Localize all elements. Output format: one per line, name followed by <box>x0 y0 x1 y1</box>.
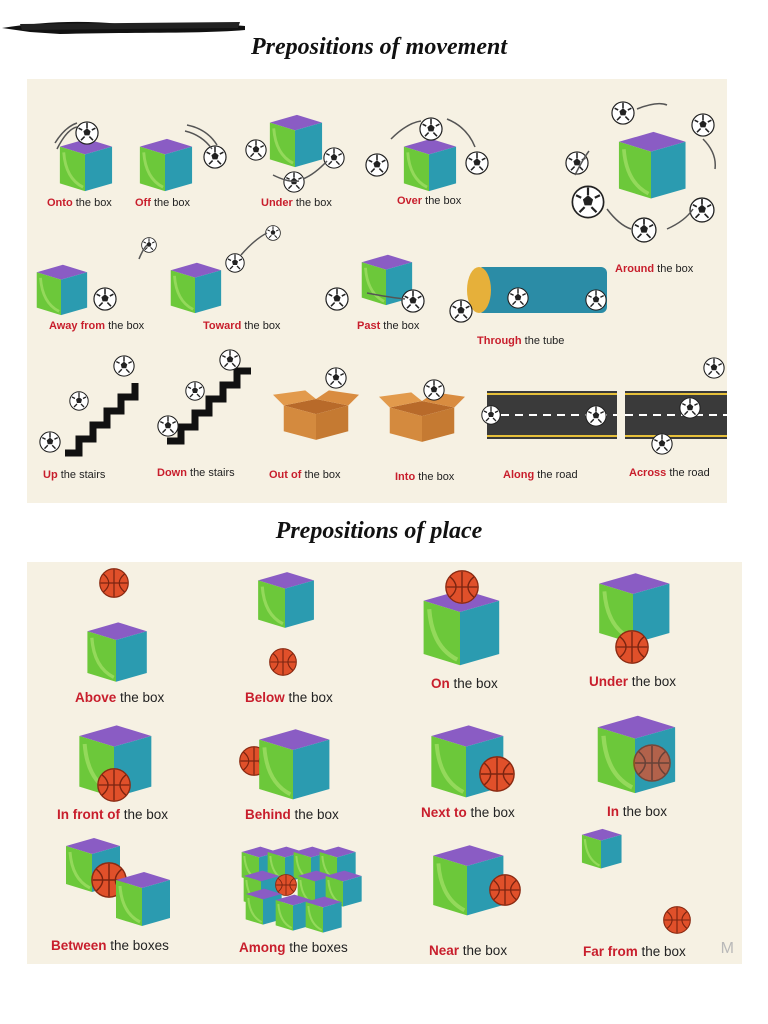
movement-heading: Prepositions of movement <box>251 34 507 60</box>
caption-off: Off the box <box>135 197 191 209</box>
caption-over: Over the box <box>397 195 462 207</box>
caption-around: Around the box <box>615 263 694 275</box>
place-panel: Above the box Below the box On the box U… <box>27 562 742 964</box>
caption-infront: In front of the box <box>57 807 169 822</box>
place-illustrations <box>64 568 691 934</box>
watermark-logo: M <box>720 940 734 957</box>
caption-away: Away from the box <box>49 320 145 332</box>
stairs-up <box>39 355 139 457</box>
movement-panel: Onto the box Off the box Under the box O… <box>27 79 727 503</box>
place-heading: Prepositions of place <box>275 518 483 544</box>
caption-above: Above the box <box>75 690 165 705</box>
among-cubes <box>240 845 363 934</box>
stairs-down <box>157 349 251 445</box>
caption-onto: Onto the box <box>47 197 112 209</box>
caption-among: Among the boxes <box>239 940 348 955</box>
caption-far: Far from the box <box>583 944 686 959</box>
caption-past: Past the box <box>357 320 420 332</box>
caption-through: Through the tube <box>477 335 565 347</box>
caption-outof: Out of the box <box>269 469 341 481</box>
caption-nextto: Next to the box <box>421 805 515 820</box>
caption-behind: Behind the box <box>245 807 339 822</box>
caption-on: On the box <box>431 676 498 691</box>
redacted-scribble <box>2 21 245 34</box>
tube <box>449 267 607 323</box>
caption-into: Into the box <box>395 471 455 483</box>
movement-illustrations <box>35 101 727 457</box>
caption-between: Between the boxes <box>51 938 169 953</box>
caption-up: Up the stairs <box>43 469 106 481</box>
caption-toward: Toward the box <box>203 320 281 332</box>
caption-under: Under the box <box>261 197 332 209</box>
caption-below: Below the box <box>245 690 333 705</box>
road-along <box>481 391 617 439</box>
caption-across: Across the road <box>629 467 710 479</box>
caption-along: Along the road <box>503 469 578 481</box>
caption-down: Down the stairs <box>157 467 235 479</box>
caption-under-place: Under the box <box>589 674 677 689</box>
road-across <box>625 357 727 455</box>
caption-in: In the box <box>607 804 668 819</box>
caption-near: Near the box <box>429 943 508 958</box>
